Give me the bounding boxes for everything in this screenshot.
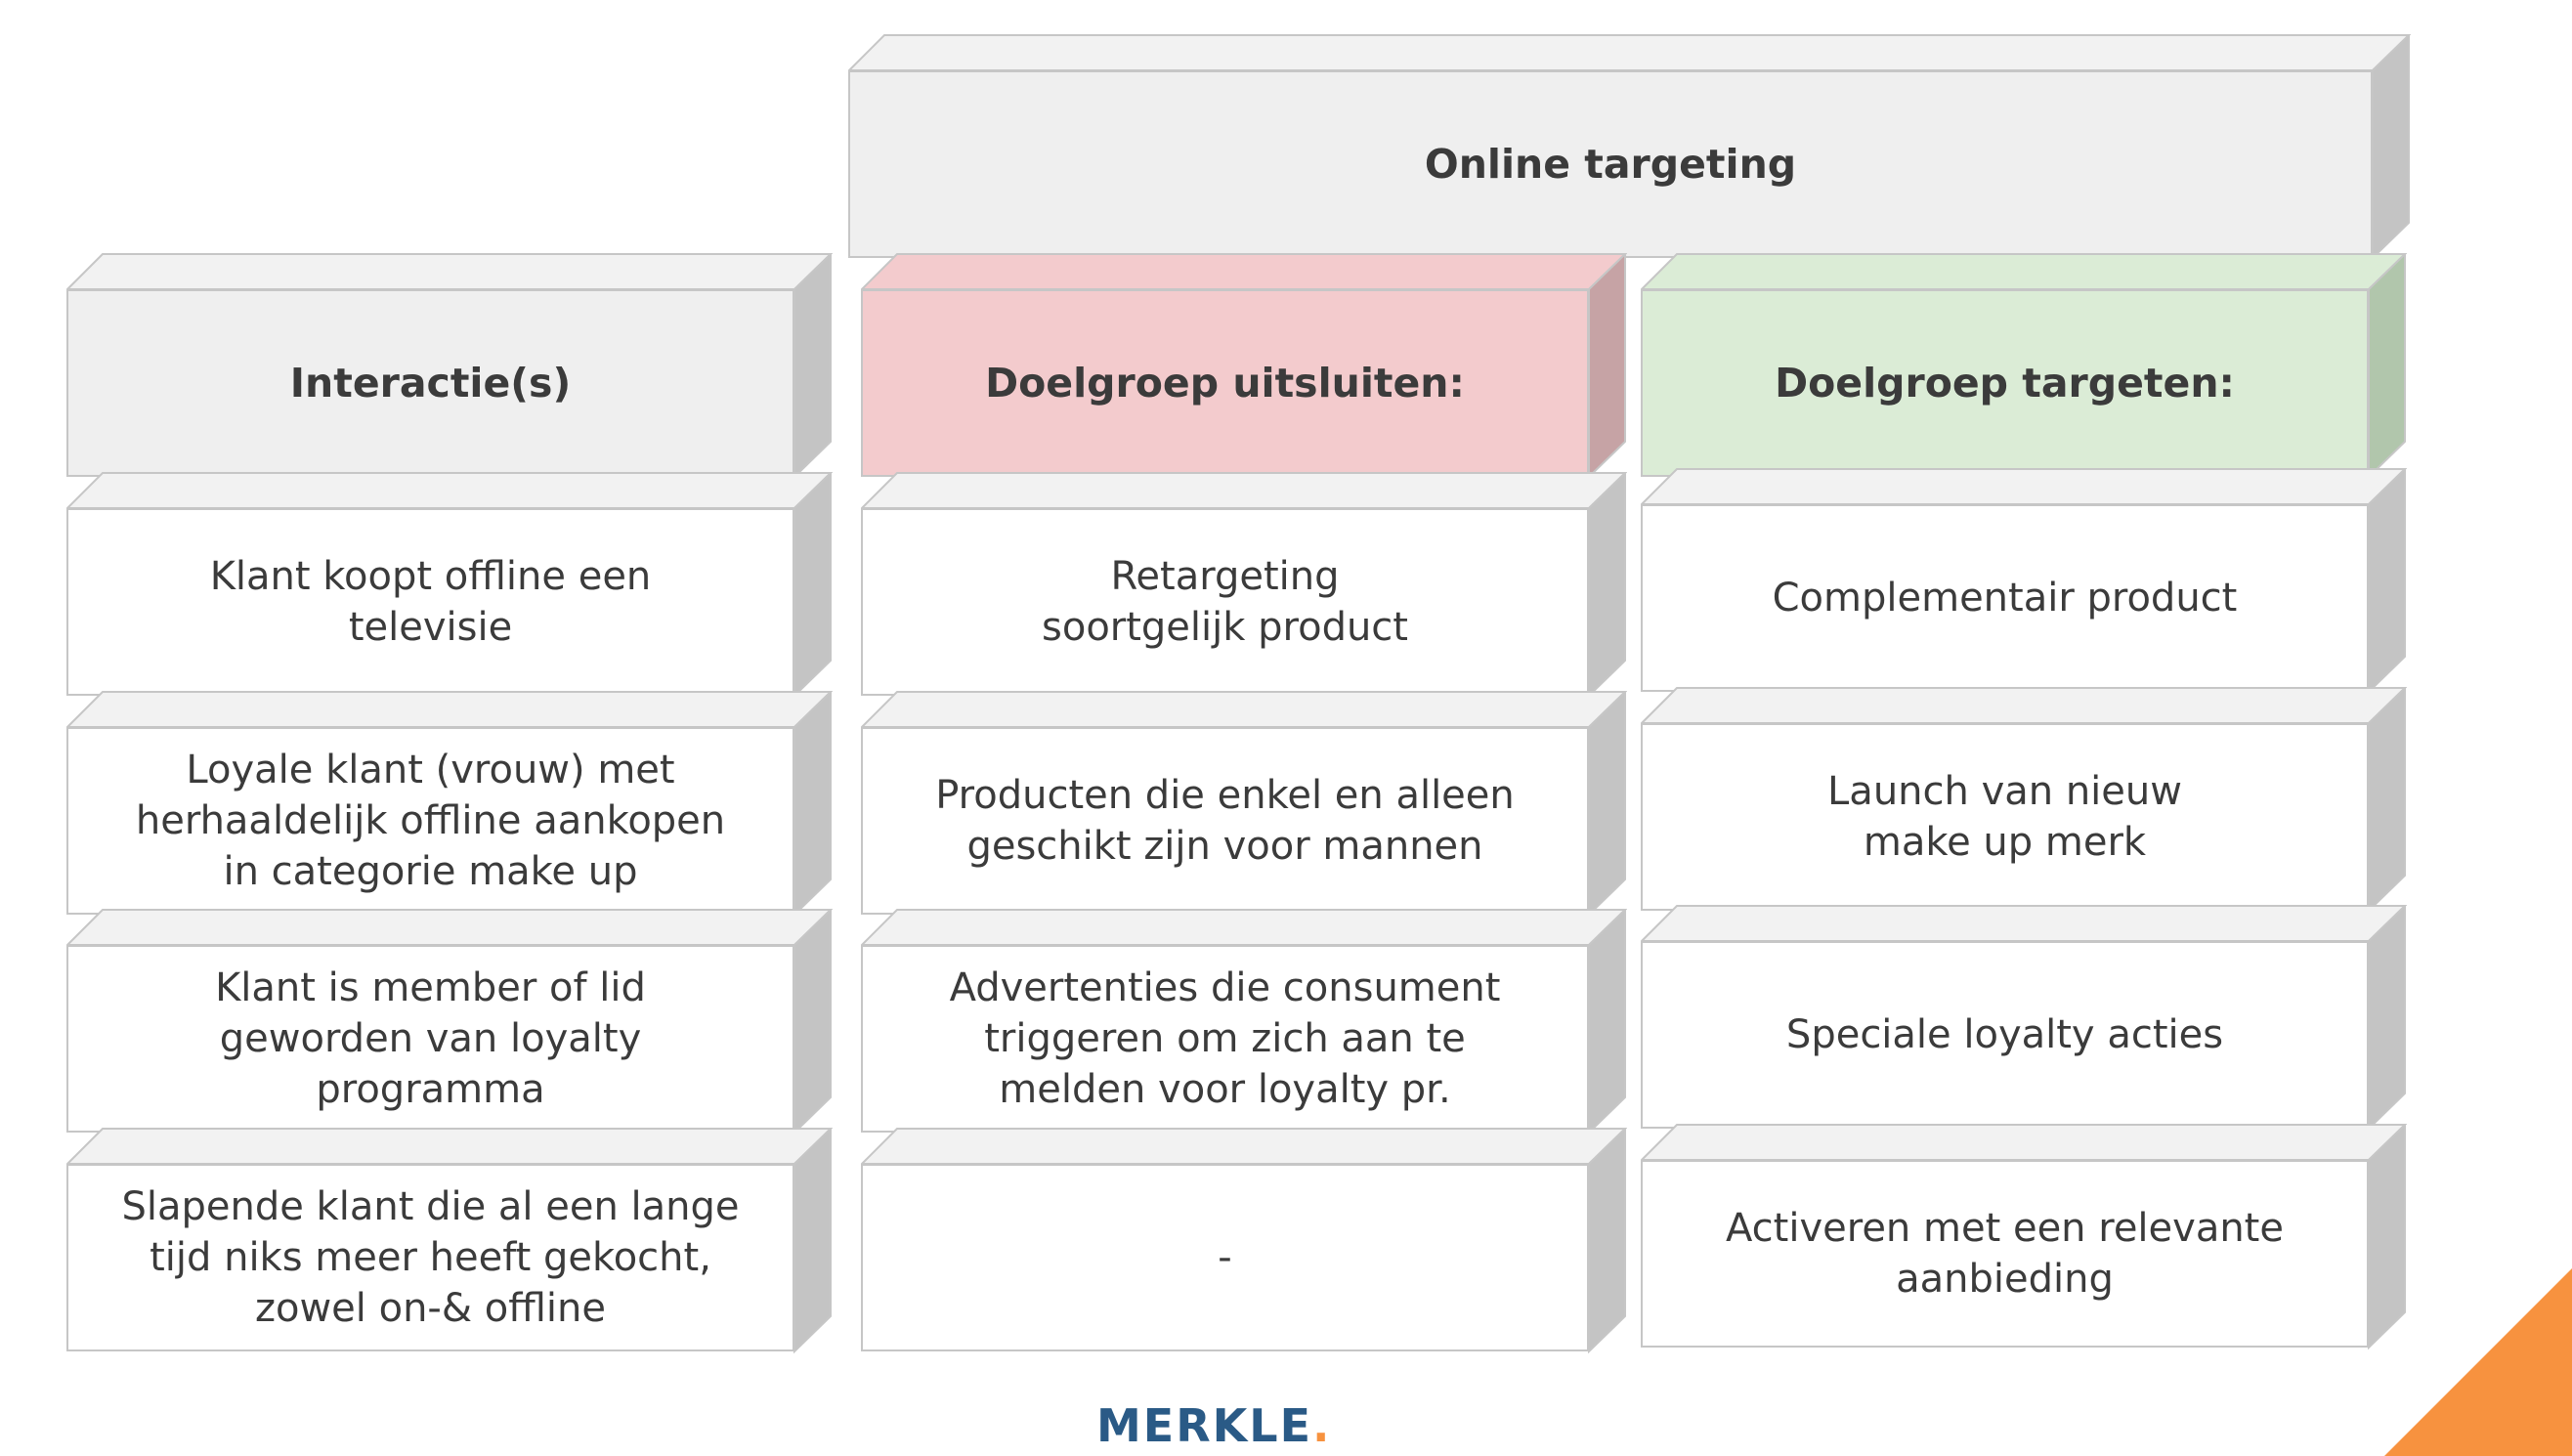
cell-text: Producten die enkel en alleen geschikt z… bbox=[935, 773, 1515, 869]
block-front-face: Advertenties die consument triggeren om … bbox=[861, 945, 1589, 1133]
cell-text: Slapende klant die al een lange tijd nik… bbox=[121, 1184, 740, 1331]
block-front-face: Klant koopt offline een televisie bbox=[66, 508, 794, 696]
header-doelgroep-uitsluiten: Doelgroep uitsluiten: bbox=[861, 253, 1627, 479]
block-faces bbox=[1641, 905, 2407, 1131]
header-doelgroep-targeten-label: Doelgroep targeten: bbox=[1775, 360, 2235, 407]
cell-uitsluiten-4: - bbox=[861, 1128, 1627, 1353]
block-faces bbox=[848, 34, 2411, 260]
block-side-face bbox=[793, 909, 832, 1135]
block-side-face bbox=[793, 691, 832, 917]
header-doelgroep-targeten: Doelgroep targeten: bbox=[1641, 253, 2407, 479]
cell-text: Klant koopt offline een televisie bbox=[209, 554, 652, 650]
block-front-face: Doelgroep uitsluiten: bbox=[861, 289, 1589, 477]
cell-interacties-3: Klant is member of lid geworden van loya… bbox=[66, 909, 833, 1135]
block-front-face: Online targeting bbox=[848, 70, 2373, 258]
online-targeting-block: Online targeting bbox=[848, 34, 2411, 260]
block-top-face bbox=[1641, 905, 2407, 942]
block-top-face bbox=[66, 691, 833, 728]
cell-text: Klant is member of lid geworden van loya… bbox=[215, 965, 646, 1112]
cell-uitsluiten-1: Retargeting soortgelijk product bbox=[861, 472, 1627, 698]
block-top-face bbox=[848, 34, 2411, 71]
cell-uitsluiten-3: Advertenties die consument triggeren om … bbox=[861, 909, 1627, 1135]
block-top-face bbox=[66, 1128, 833, 1165]
cell-text: Loyale klant (vrouw) met herhaaldelijk o… bbox=[135, 748, 726, 894]
block-faces bbox=[861, 909, 1627, 1135]
header-interacties: Interactie(s) bbox=[66, 253, 833, 479]
block-front-face: Retargeting soortgelijk product bbox=[861, 508, 1589, 696]
block-front-face: Interactie(s) bbox=[66, 289, 794, 477]
block-faces bbox=[1641, 468, 2407, 694]
block-side-face bbox=[2368, 468, 2406, 694]
block-side-face bbox=[2368, 253, 2406, 479]
cell-text: Activeren met een relevante aanbieding bbox=[1726, 1206, 2284, 1302]
block-side-face bbox=[793, 1128, 832, 1353]
block-front-face: Loyale klant (vrouw) met herhaaldelijk o… bbox=[66, 727, 794, 915]
block-top-face bbox=[1641, 1124, 2407, 1161]
logo-mark: . bbox=[1312, 1399, 1332, 1452]
block-side-face bbox=[793, 472, 832, 698]
cell-text: - bbox=[1218, 1235, 1232, 1280]
block-side-face bbox=[793, 253, 832, 479]
block-top-face bbox=[66, 909, 833, 946]
cell-uitsluiten-2: Producten die enkel en alleen geschikt z… bbox=[861, 691, 1627, 917]
block-side-face bbox=[1588, 691, 1626, 917]
cell-text: Complementair product bbox=[1772, 576, 2238, 621]
block-front-face: Speciale loyalty acties bbox=[1641, 941, 2369, 1129]
block-faces bbox=[1641, 687, 2407, 913]
block-top-face bbox=[1641, 253, 2407, 290]
block-top-face bbox=[66, 472, 833, 509]
block-faces bbox=[66, 472, 833, 698]
cell-targeten-3: Speciale loyalty acties bbox=[1641, 905, 2407, 1131]
block-side-face bbox=[2372, 34, 2410, 260]
block-front-face: Complementair product bbox=[1641, 504, 2369, 692]
block-top-face bbox=[66, 253, 833, 290]
cell-interacties-2: Loyale klant (vrouw) met herhaaldelijk o… bbox=[66, 691, 833, 917]
block-top-face bbox=[1641, 687, 2407, 724]
block-faces bbox=[861, 253, 1627, 479]
block-faces bbox=[861, 472, 1627, 698]
cell-text: Launch van nieuw make up merk bbox=[1827, 769, 2182, 865]
cell-interacties-1: Klant koopt offline een televisie bbox=[66, 472, 833, 698]
cell-text: Retargeting soortgelijk product bbox=[1042, 554, 1408, 650]
block-top-face bbox=[861, 1128, 1627, 1165]
cell-text: Advertenties die consument triggeren om … bbox=[949, 965, 1501, 1112]
header-doelgroep-uitsluiten-label: Doelgroep uitsluiten: bbox=[985, 360, 1465, 407]
block-faces bbox=[861, 1128, 1627, 1353]
block-front-face: Klant is member of lid geworden van loya… bbox=[66, 945, 794, 1133]
cell-targeten-4: Activeren met een relevante aanbieding bbox=[1641, 1124, 2407, 1349]
block-top-face bbox=[861, 691, 1627, 728]
online-targeting-label: Online targeting bbox=[1424, 141, 1797, 188]
header-interacties-label: Interactie(s) bbox=[289, 360, 572, 407]
block-front-face: Slapende klant die al een lange tijd nik… bbox=[66, 1164, 794, 1351]
block-front-face: Producten die enkel en alleen geschikt z… bbox=[861, 727, 1589, 915]
block-side-face bbox=[2368, 687, 2406, 913]
cell-text: Speciale loyalty acties bbox=[1785, 1012, 2224, 1057]
block-side-face bbox=[1588, 253, 1626, 479]
block-side-face bbox=[1588, 909, 1626, 1135]
block-faces bbox=[66, 909, 833, 1135]
merkle-logo: MERKLE. bbox=[1096, 1399, 1331, 1452]
cell-targeten-1: Complementair product bbox=[1641, 468, 2407, 694]
block-front-face: Launch van nieuw make up merk bbox=[1641, 723, 2369, 911]
block-front-face: Activeren met een relevante aanbieding bbox=[1641, 1160, 2369, 1348]
block-side-face bbox=[2368, 905, 2406, 1131]
block-faces bbox=[861, 691, 1627, 917]
cell-targeten-2: Launch van nieuw make up merk bbox=[1641, 687, 2407, 913]
cell-interacties-4: Slapende klant die al een lange tijd nik… bbox=[66, 1128, 833, 1353]
block-side-face bbox=[2368, 1124, 2406, 1349]
block-front-face: Doelgroep targeten: bbox=[1641, 289, 2369, 477]
block-front-face: - bbox=[861, 1164, 1589, 1351]
block-top-face bbox=[1641, 468, 2407, 505]
block-side-face bbox=[1588, 472, 1626, 698]
logo-text: MERKLE bbox=[1096, 1399, 1312, 1452]
block-top-face bbox=[861, 253, 1627, 290]
block-top-face bbox=[861, 472, 1627, 509]
block-side-face bbox=[1588, 1128, 1626, 1353]
block-faces bbox=[1641, 253, 2407, 479]
block-top-face bbox=[861, 909, 1627, 946]
block-faces bbox=[66, 253, 833, 479]
